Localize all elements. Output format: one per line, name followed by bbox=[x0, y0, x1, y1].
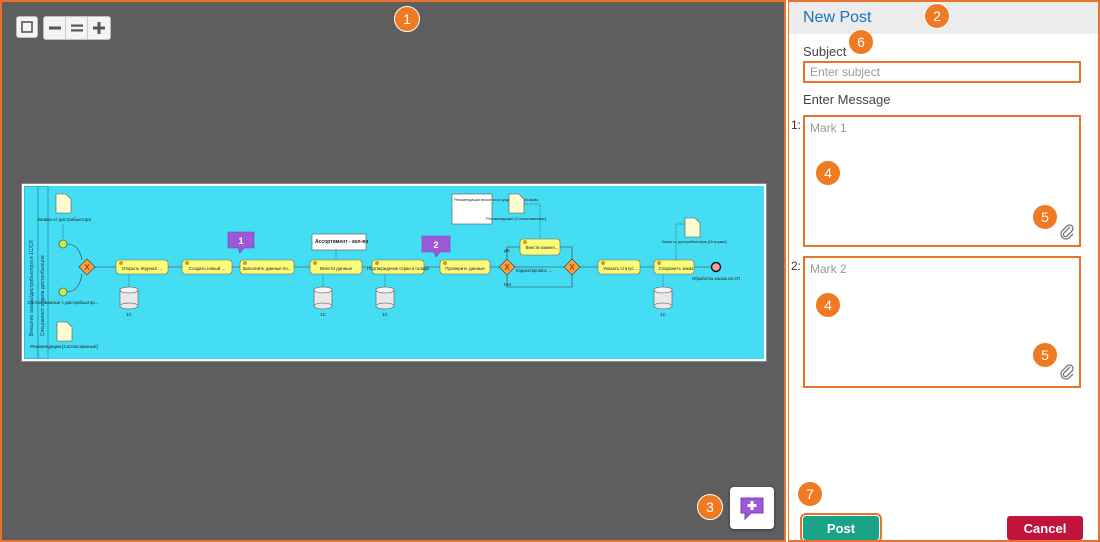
zoom-controls bbox=[16, 16, 111, 40]
start-event[interactable] bbox=[58, 239, 68, 249]
message-label: Enter Message bbox=[803, 92, 891, 107]
mark-number: 2: bbox=[791, 259, 802, 273]
svg-text:Открыть Журнал ...: Открыть Журнал ... bbox=[122, 266, 162, 271]
doc-end-label: Заказ от дистрибьютора [Отгрузки] bbox=[661, 239, 726, 244]
svg-text:1С: 1С bbox=[660, 312, 667, 317]
task-4[interactable]: Внести данные bbox=[309, 259, 363, 275]
svg-text:Заполнить данные по...: Заполнить данные по... bbox=[242, 266, 291, 271]
svg-text:Рекомендации вносятся в сущест: Рекомендации вносятся в существующий зак… bbox=[454, 198, 538, 202]
gateway[interactable] bbox=[563, 258, 581, 276]
callout-badge: 7 bbox=[797, 481, 823, 507]
callout-badge: 3 bbox=[697, 494, 723, 520]
svg-text:2: 2 bbox=[433, 240, 438, 250]
zoom-reset-button[interactable] bbox=[66, 17, 88, 39]
database-shape[interactable]: 1С bbox=[119, 286, 139, 317]
svg-text:Указать статус ...: Указать статус ... bbox=[603, 266, 639, 271]
marker-1[interactable]: 1 bbox=[227, 231, 255, 254]
end-label: Обработка заказа на СП bbox=[692, 276, 740, 281]
callout-badge: 2 bbox=[924, 3, 950, 29]
zoom-out-icon bbox=[48, 26, 61, 30]
task-6[interactable]: Проверить данные bbox=[439, 259, 491, 275]
fit-view-button[interactable] bbox=[16, 16, 38, 38]
annotation-note[interactable]: Ассортимент - кол-во bbox=[311, 233, 368, 251]
callout-badge: 4 bbox=[815, 160, 841, 186]
end-event[interactable] bbox=[710, 261, 722, 273]
add-comment-button[interactable] bbox=[730, 487, 774, 529]
subject-label: Subject bbox=[803, 44, 847, 59]
doc-reco-label: Рекомендации [Согласованные] bbox=[486, 216, 546, 221]
event-left-label: Согласованные с дистрибьютор... bbox=[28, 300, 99, 305]
task-8[interactable]: Указать статус ... bbox=[597, 259, 641, 275]
paperclip-icon bbox=[1060, 224, 1074, 240]
gateway[interactable] bbox=[78, 258, 96, 276]
svg-text:1С: 1С bbox=[382, 312, 389, 317]
svg-text:Проверить данные: Проверить данные bbox=[445, 266, 485, 271]
doc-bottom-label: Рекомендации [Согласованные] bbox=[30, 344, 97, 349]
svg-text:Подтверждение серии и склада: Подтверждение серии и склада bbox=[367, 266, 429, 271]
zoom-in-icon bbox=[93, 22, 105, 34]
lane-label: Специалист отдела дистрибьюции bbox=[40, 255, 46, 336]
callout-badge: 4 bbox=[815, 292, 841, 318]
svg-text:X: X bbox=[569, 263, 575, 272]
fit-view-icon bbox=[21, 21, 33, 33]
task-2[interactable]: Создать новый ... bbox=[181, 259, 233, 275]
panel-title: New Post bbox=[803, 9, 872, 26]
svg-text:Внести данные: Внести данные bbox=[320, 266, 352, 271]
task-3[interactable]: Заполнить данные по... bbox=[239, 259, 295, 275]
svg-text:Внести измнен...: Внести измнен... bbox=[526, 245, 559, 250]
marker-2[interactable]: 2 bbox=[421, 235, 451, 258]
start-doc-label: Заявка от дистрибьютора bbox=[37, 217, 91, 222]
add-comment-icon bbox=[740, 497, 764, 521]
process-diagram[interactable]: Внешние заказы/дистрибьютора в 1С/СЛ Спе… bbox=[22, 184, 766, 361]
attach-button[interactable] bbox=[1057, 222, 1077, 242]
cancel-button[interactable]: Cancel bbox=[1007, 516, 1083, 540]
new-post-panel: New Post Subject Enter Message 1: 2: Pos… bbox=[788, 0, 1100, 542]
svg-text:Сохранить заказ: Сохранить заказ bbox=[659, 266, 694, 271]
zoom-out-button[interactable] bbox=[44, 17, 66, 39]
svg-text:1: 1 bbox=[238, 236, 243, 246]
callout-badge: 1 bbox=[394, 6, 420, 32]
svg-text:1С: 1С bbox=[320, 312, 327, 317]
database-shape[interactable]: 1С bbox=[375, 286, 395, 317]
document-shape[interactable] bbox=[56, 321, 73, 342]
svg-text:X: X bbox=[84, 263, 90, 272]
task-7[interactable]: Внести измнен... bbox=[519, 238, 561, 256]
paperclip-icon bbox=[1060, 364, 1074, 380]
document-shape[interactable] bbox=[508, 193, 525, 214]
mark-2-textarea[interactable] bbox=[803, 256, 1081, 388]
task-9[interactable]: Сохранить заказ bbox=[653, 259, 695, 275]
document-shape[interactable] bbox=[55, 193, 72, 214]
svg-text:X: X bbox=[504, 263, 510, 272]
subject-input[interactable] bbox=[803, 61, 1081, 83]
attach-button[interactable] bbox=[1057, 362, 1077, 382]
mark-number: 1: bbox=[791, 118, 802, 132]
annotation-note[interactable]: Рекомендации вносятся в существующий зак… bbox=[451, 193, 538, 225]
database-shape[interactable]: 1С bbox=[653, 286, 673, 317]
no-label: Нет bbox=[504, 282, 512, 287]
zoom-in-button[interactable] bbox=[88, 17, 110, 39]
callout-badge: 6 bbox=[848, 29, 874, 55]
svg-text:1С: 1С bbox=[126, 312, 133, 317]
zoom-reset-icon bbox=[70, 24, 83, 32]
database-shape[interactable]: 1С bbox=[313, 286, 333, 317]
correct-label: Корректировать ... bbox=[516, 268, 552, 273]
callout-badge: 5 bbox=[1032, 342, 1058, 368]
zoom-group bbox=[43, 16, 111, 40]
diagram-canvas[interactable]: Внешние заказы/дистрибьютора в 1С/СЛ Спе… bbox=[0, 0, 786, 542]
pool-label: Внешние заказы/дистрибьютора в 1С/СЛ bbox=[29, 240, 35, 336]
task-1[interactable]: Открыть Журнал ... bbox=[115, 259, 169, 275]
document-shape[interactable] bbox=[684, 217, 701, 238]
callout-badge: 5 bbox=[1032, 204, 1058, 230]
svg-text:Создать новый ...: Создать новый ... bbox=[189, 265, 225, 271]
svg-text:Ассортимент - кол-во: Ассортимент - кол-во bbox=[315, 239, 368, 245]
start-event[interactable] bbox=[58, 287, 68, 297]
task-5[interactable]: Подтверждение серии и склада bbox=[367, 259, 430, 275]
post-button[interactable]: Post bbox=[800, 513, 882, 542]
